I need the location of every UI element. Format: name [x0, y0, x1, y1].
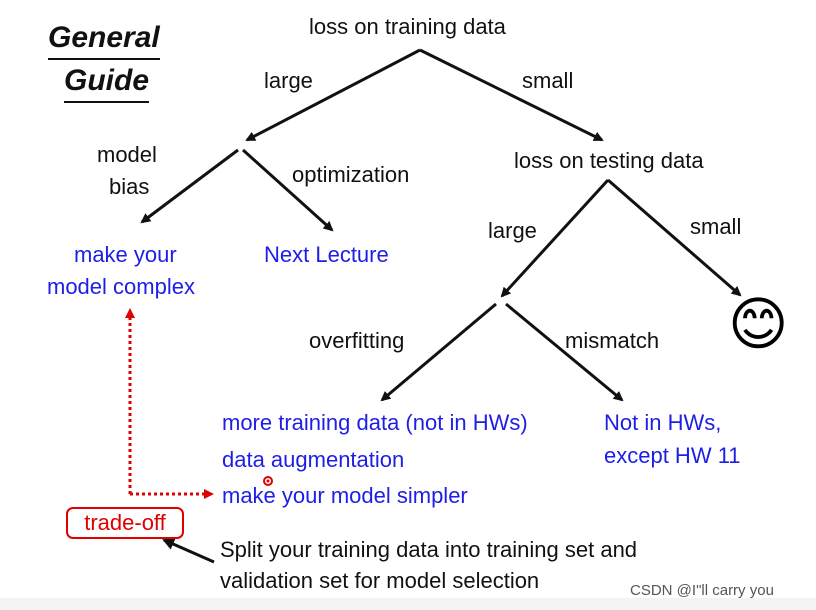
- caption-line2: validation set for model selection: [220, 568, 540, 593]
- model-bias-label-line1: model: [97, 142, 157, 167]
- title-guide: Guide: [64, 63, 150, 103]
- arrow-testing-small: [607, 178, 742, 297]
- optimization-label: optimization: [292, 162, 410, 187]
- testing-node: loss on testing data: [514, 148, 704, 173]
- bottom-strip: [0, 598, 816, 610]
- smiley-icon: 😊: [728, 292, 789, 357]
- outcome-not-in-hws-line2: except HW 11: [604, 443, 741, 468]
- title-general: General: [48, 20, 160, 60]
- edge-label-root-small: small: [522, 68, 574, 93]
- arrow-root-small: [419, 48, 604, 142]
- watermark: CSDN @I"ll carry you: [630, 582, 774, 599]
- root-node: loss on training data: [309, 14, 506, 39]
- arrow-to-mismatch-note: [505, 302, 624, 402]
- edge-label-root-large: large: [264, 68, 313, 93]
- tradeoff-badge: trade-off: [66, 507, 184, 539]
- outcome-model-simpler: make your model simpler: [222, 483, 468, 508]
- caption-pointer-arrow: [162, 538, 215, 564]
- model-bias-label-line2: bias: [109, 174, 150, 199]
- overfitting-label: overfitting: [309, 328, 405, 353]
- outcome-model-complex-line2: model complex: [47, 274, 195, 299]
- outcome-more-training-data: more training data (not in HWs): [222, 410, 528, 435]
- mismatch-label: mismatch: [565, 328, 660, 353]
- edge-label-testing-large: large: [488, 218, 537, 243]
- outcome-data-augmentation: data augmentation: [222, 447, 405, 472]
- caption-line1: Split your training data into training s…: [220, 537, 638, 562]
- cursor-dot: [263, 476, 273, 486]
- outcome-next-lecture: Next Lecture: [264, 242, 389, 267]
- arrow-to-model-complex: [140, 148, 239, 224]
- edge-label-testing-small: small: [690, 214, 742, 239]
- outcome-not-in-hws-line1: Not in HWs,: [604, 410, 722, 435]
- arrow-to-next-lecture: [241, 148, 334, 232]
- arrow-to-overfitting-fixes: [380, 302, 497, 402]
- arrow-testing-large: [500, 178, 610, 298]
- arrow-root-large: [245, 48, 421, 142]
- outcome-model-complex-line1: make your: [74, 242, 177, 267]
